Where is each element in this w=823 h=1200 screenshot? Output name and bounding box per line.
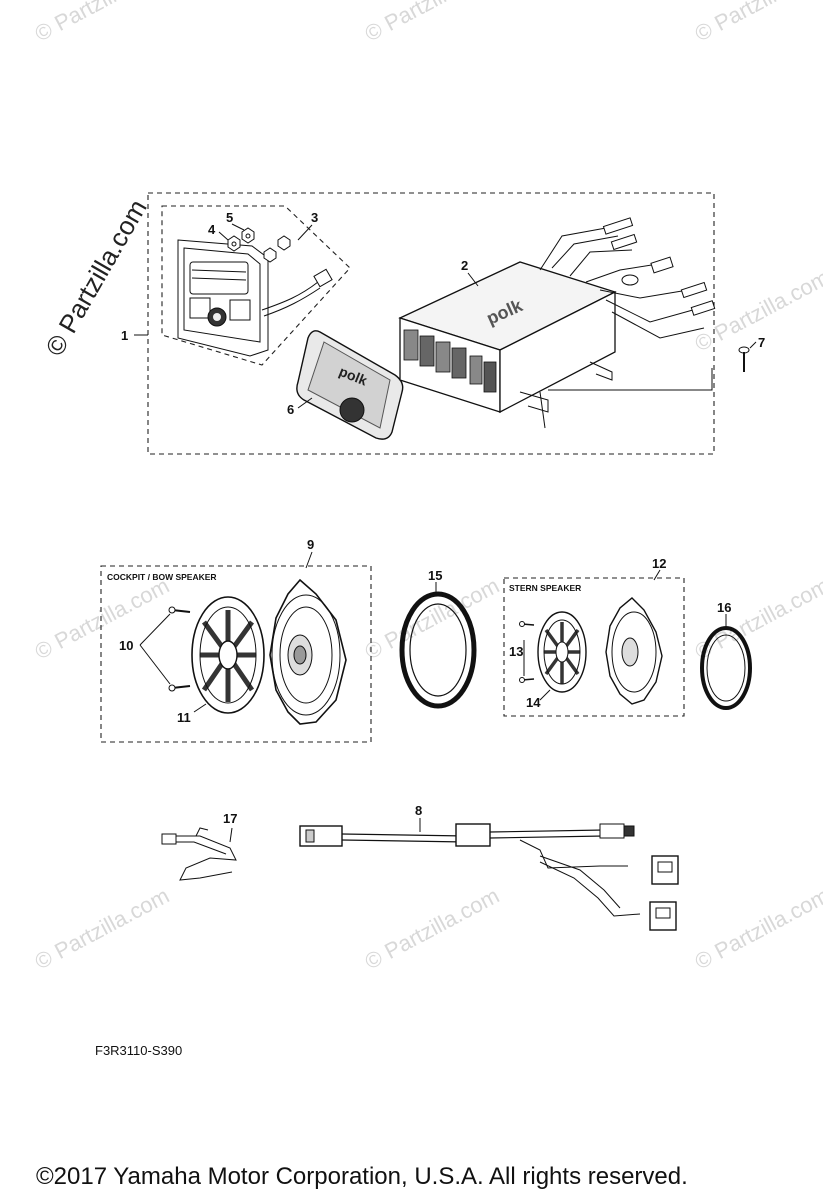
watermark-text: © Partzilla.com: [691, 0, 823, 46]
watermark-text: © Partzilla.com: [31, 0, 174, 46]
cockpit-speaker-boundary: [100, 565, 372, 743]
stern-speaker-label: STERN SPEAKER: [509, 583, 581, 593]
gasket-part16: [700, 614, 752, 710]
cable-part8: [299, 818, 679, 931]
callout-12: 12: [652, 556, 666, 571]
kit-3-boundary: [161, 205, 351, 366]
callout-5: 5: [226, 210, 233, 225]
callout-4: 4: [208, 222, 216, 237]
harness-part17: [161, 827, 237, 881]
callout-7: 7: [758, 335, 765, 350]
watermark-text: © Partzilla.com: [691, 265, 823, 357]
callout-8: 8: [415, 803, 422, 818]
watermark-overlay-text: © Partzilla.com: [39, 194, 153, 361]
callout-1: 1: [121, 328, 128, 343]
watermark-text: © Partzilla.com: [361, 883, 504, 975]
watermark-text: © Partzilla.com: [691, 883, 823, 975]
callout-17: 17: [223, 811, 237, 826]
assembly-1-boundary: [147, 192, 715, 455]
watermark-text: © Partzilla.com: [361, 0, 504, 46]
watermark-text: © Partzilla.com: [691, 573, 823, 665]
screws-part10: [139, 606, 191, 692]
callout-14: 14: [526, 695, 541, 710]
speaker-part12: [605, 597, 663, 705]
stern-speaker-boundary: [503, 577, 685, 717]
speaker-grille-part11: [191, 596, 265, 714]
leader-lines-top: [134, 223, 757, 409]
speaker-grille-part14: [537, 611, 587, 693]
watermark-text: © Partzilla.com: [31, 883, 174, 975]
callout-3: 3: [311, 210, 318, 225]
screws-part13: [519, 621, 535, 683]
remote-unit-part3: [177, 239, 333, 357]
callout-2: 2: [461, 258, 468, 273]
diagram-code: F3R3110-S390: [95, 1043, 183, 1058]
callout-9: 9: [307, 537, 314, 552]
speaker-part9: [269, 578, 347, 725]
cover-part6: polk: [296, 330, 404, 440]
callout-6: 6: [287, 402, 294, 417]
gasket-part15: [399, 582, 477, 709]
amplifier-part2: polk: [398, 217, 716, 429]
watermark-text: © Partzilla.com: [31, 573, 174, 665]
nut-part4: [227, 235, 241, 252]
callout-11: 11: [177, 710, 191, 725]
cockpit-speaker-label: COCKPIT / BOW SPEAKER: [107, 572, 217, 582]
watermark-text: © Partzilla.com: [361, 573, 504, 665]
callout-15: 15: [428, 568, 442, 583]
watermark-layer: © Partzilla.com © Partzilla.com © Partzi…: [31, 0, 823, 974]
copyright-notice: ©2017 Yamaha Motor Corporation, U.S.A. A…: [36, 1163, 688, 1190]
callout-13: 13: [509, 644, 523, 659]
callout-10: 10: [119, 638, 133, 653]
nut-part5: [241, 227, 255, 244]
screw-part7: [738, 346, 750, 372]
callout-16: 16: [717, 600, 731, 615]
